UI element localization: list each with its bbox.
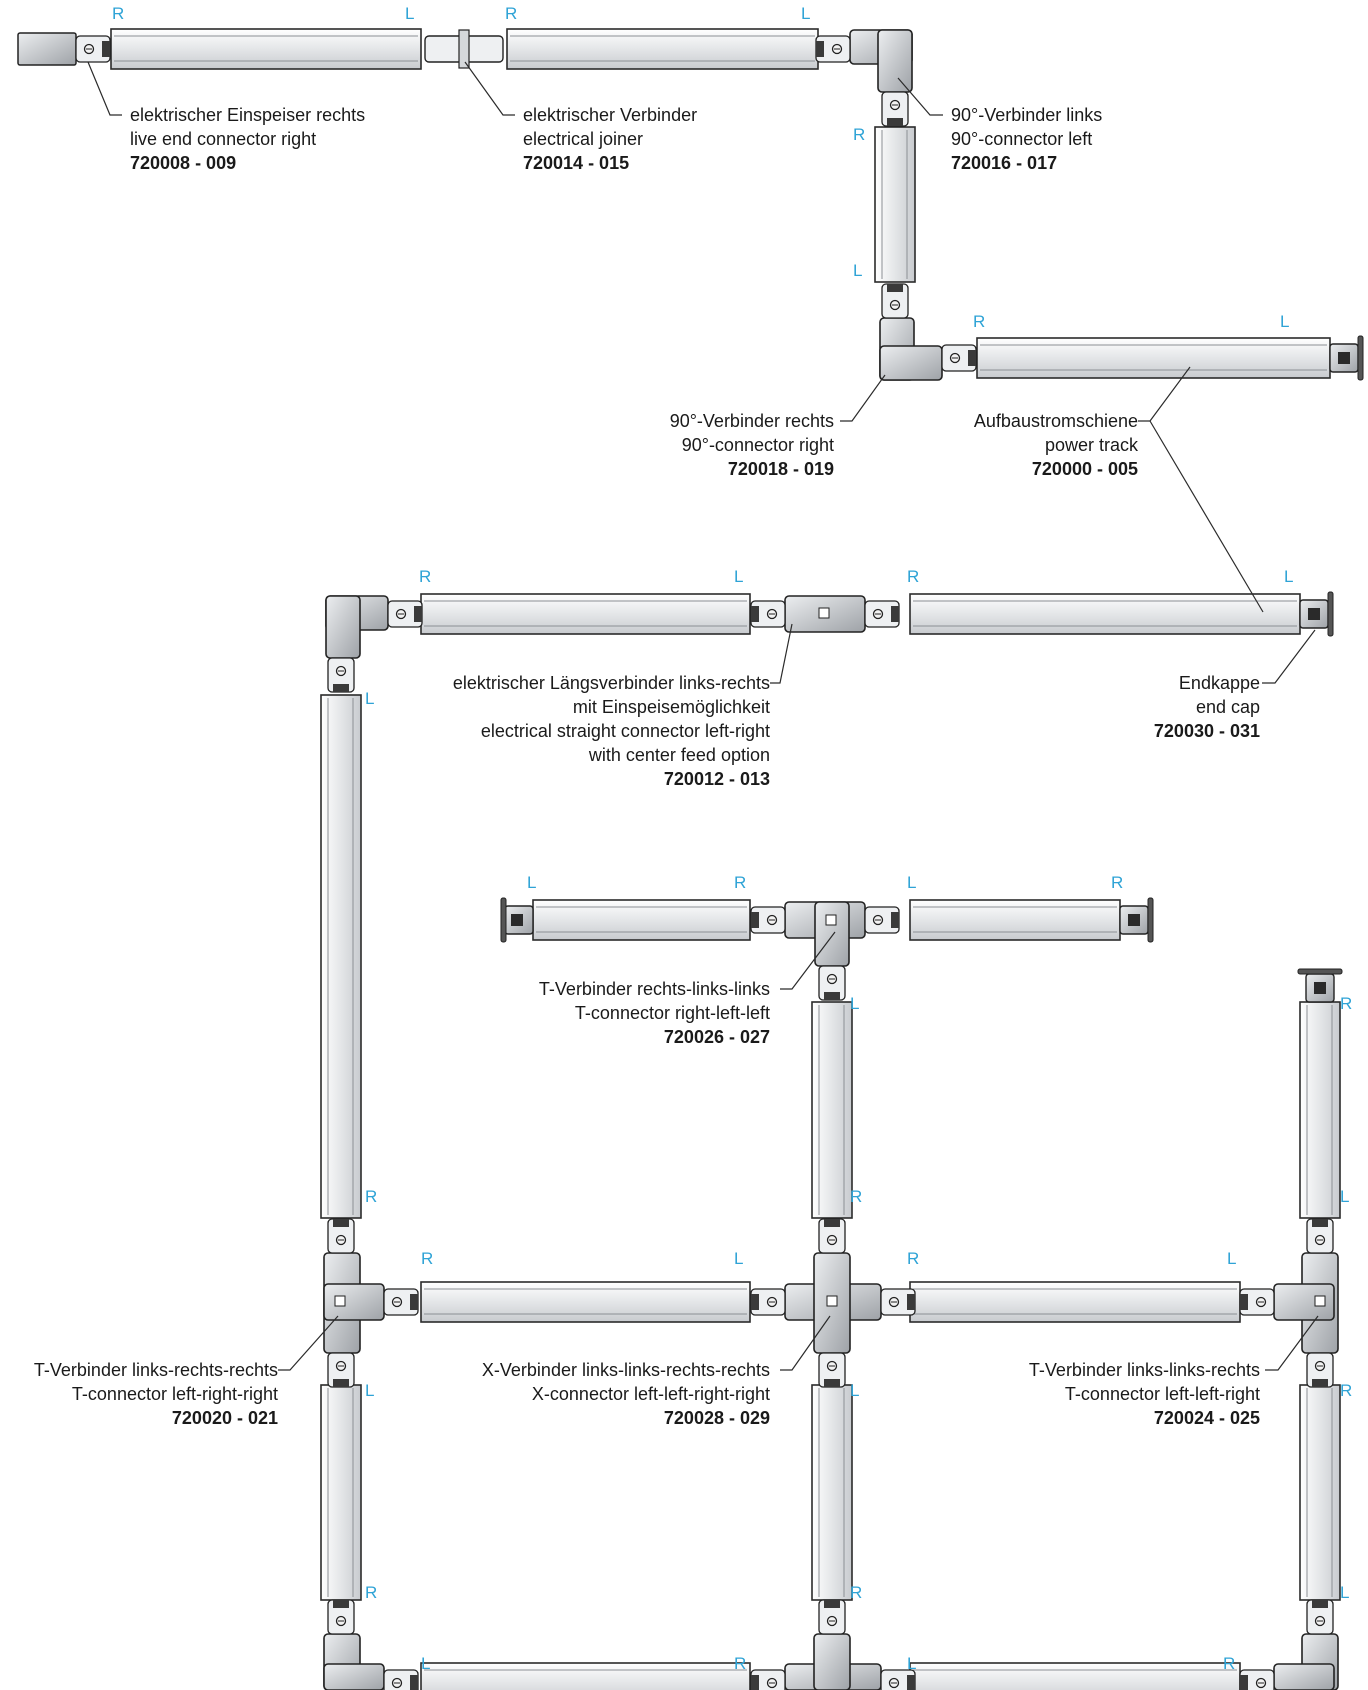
track-horizontal bbox=[506, 28, 819, 70]
track-vertical bbox=[874, 126, 916, 283]
connector-90-bottom-left bbox=[323, 1599, 419, 1690]
left-mark: L bbox=[850, 994, 860, 1013]
end-cap bbox=[1297, 968, 1343, 1003]
left-mark: L bbox=[734, 1249, 744, 1268]
track-horizontal bbox=[420, 1662, 751, 1690]
leader-line bbox=[1265, 1315, 1319, 1371]
right-mark: R bbox=[850, 1187, 863, 1206]
t-connector-left-left-right bbox=[1239, 1218, 1339, 1388]
left-mark: L bbox=[1340, 1187, 1350, 1206]
right-mark: R bbox=[973, 312, 986, 331]
straight-connector bbox=[750, 595, 900, 633]
right-mark: R bbox=[1340, 994, 1353, 1013]
left-mark: L bbox=[1227, 1249, 1237, 1268]
right-mark: R bbox=[112, 4, 125, 23]
right-mark: R bbox=[853, 125, 866, 144]
track-horizontal bbox=[909, 899, 1121, 941]
track-vertical bbox=[320, 694, 362, 1219]
end-cap bbox=[500, 897, 534, 943]
t-connector-left-right-right bbox=[323, 1218, 419, 1388]
track-horizontal bbox=[420, 1281, 751, 1323]
track-vertical bbox=[1299, 1001, 1341, 1219]
track-horizontal bbox=[532, 899, 751, 941]
right-mark: R bbox=[907, 1249, 920, 1268]
leader-line bbox=[770, 623, 793, 684]
connector-90-corner bbox=[325, 595, 423, 693]
left-mark: L bbox=[527, 873, 537, 892]
track-horizontal bbox=[110, 28, 422, 70]
leader-line bbox=[1149, 420, 1264, 613]
left-mark: L bbox=[405, 4, 415, 23]
track-vertical bbox=[811, 1384, 853, 1601]
left-mark: L bbox=[734, 567, 744, 586]
x-connector bbox=[750, 1218, 916, 1388]
leader-line bbox=[464, 61, 515, 116]
end-cap bbox=[1329, 335, 1364, 381]
left-mark: L bbox=[801, 4, 811, 23]
left-mark: L bbox=[365, 689, 375, 708]
leader-lines bbox=[87, 61, 1319, 1371]
left-mark: L bbox=[1284, 567, 1294, 586]
right-mark: R bbox=[419, 567, 432, 586]
left-mark: L bbox=[850, 1381, 860, 1400]
leader-line bbox=[87, 61, 122, 116]
right-mark: R bbox=[365, 1187, 378, 1206]
right-mark: R bbox=[907, 567, 920, 586]
right-mark: R bbox=[1223, 1654, 1236, 1673]
leader-line bbox=[897, 77, 943, 116]
track-vertical bbox=[1299, 1384, 1341, 1601]
connectors bbox=[17, 29, 1364, 1690]
connector-90-left bbox=[815, 29, 913, 127]
end-cap bbox=[1299, 591, 1334, 637]
electrical-joiner bbox=[424, 29, 504, 69]
track-horizontal bbox=[976, 337, 1331, 379]
left-mark: L bbox=[421, 1654, 431, 1673]
left-mark: L bbox=[907, 873, 917, 892]
right-mark: R bbox=[734, 1654, 747, 1673]
track-horizontal bbox=[420, 593, 751, 635]
leader-line bbox=[780, 931, 836, 990]
left-mark: L bbox=[853, 261, 863, 280]
leader-line bbox=[780, 1315, 831, 1371]
left-mark: L bbox=[365, 1381, 375, 1400]
track-horizontal bbox=[909, 1662, 1241, 1690]
right-mark: R bbox=[734, 873, 747, 892]
connector-90-bottom-right bbox=[1239, 1599, 1339, 1690]
right-mark: R bbox=[1111, 873, 1124, 892]
track-horizontal bbox=[909, 593, 1301, 635]
end-cap bbox=[1119, 897, 1154, 943]
right-mark: R bbox=[1340, 1381, 1353, 1400]
left-mark: L bbox=[907, 1654, 917, 1673]
leader-line bbox=[840, 374, 886, 422]
right-mark: R bbox=[365, 1583, 378, 1602]
left-mark: L bbox=[1280, 312, 1290, 331]
left-mark: L bbox=[1340, 1583, 1350, 1602]
connector-90-right bbox=[879, 283, 977, 381]
power-tracks bbox=[110, 28, 1341, 1690]
live-end-connector bbox=[17, 32, 111, 66]
leader-line bbox=[278, 1315, 339, 1371]
track-vertical bbox=[811, 1001, 853, 1219]
track-horizontal bbox=[909, 1281, 1241, 1323]
t-connector-right-left-left bbox=[750, 901, 900, 1001]
track-vertical bbox=[320, 1384, 362, 1601]
leader-line bbox=[1262, 629, 1316, 684]
right-mark: R bbox=[421, 1249, 434, 1268]
t-connector-bottom bbox=[750, 1599, 916, 1690]
right-mark: R bbox=[505, 4, 518, 23]
label-straight-connector: elektrischer Längsverbinder links-rechts… bbox=[452, 673, 770, 789]
right-mark: R bbox=[850, 1583, 863, 1602]
